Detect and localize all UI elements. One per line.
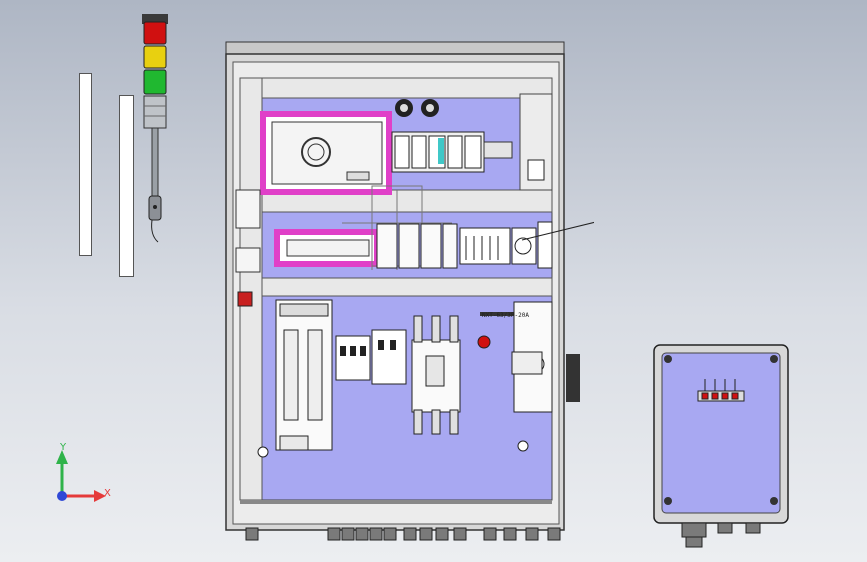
loose-panel-strip-1[interactable] xyxy=(79,73,92,256)
signal-green-light xyxy=(143,69,167,95)
loose-panel-strip-2[interactable] xyxy=(119,95,134,277)
signal-tower[interactable] xyxy=(136,10,176,255)
signal-red-light xyxy=(143,21,167,45)
terminal-box[interactable] xyxy=(652,343,792,553)
axis-triad xyxy=(56,450,106,502)
part-callout: NXT-63/3P-20A xyxy=(482,312,529,319)
signal-yellow-light xyxy=(143,45,167,69)
axis-y-label: Y xyxy=(60,442,67,453)
axis-x-label: X xyxy=(104,488,111,499)
control-cabinet[interactable] xyxy=(222,40,594,545)
